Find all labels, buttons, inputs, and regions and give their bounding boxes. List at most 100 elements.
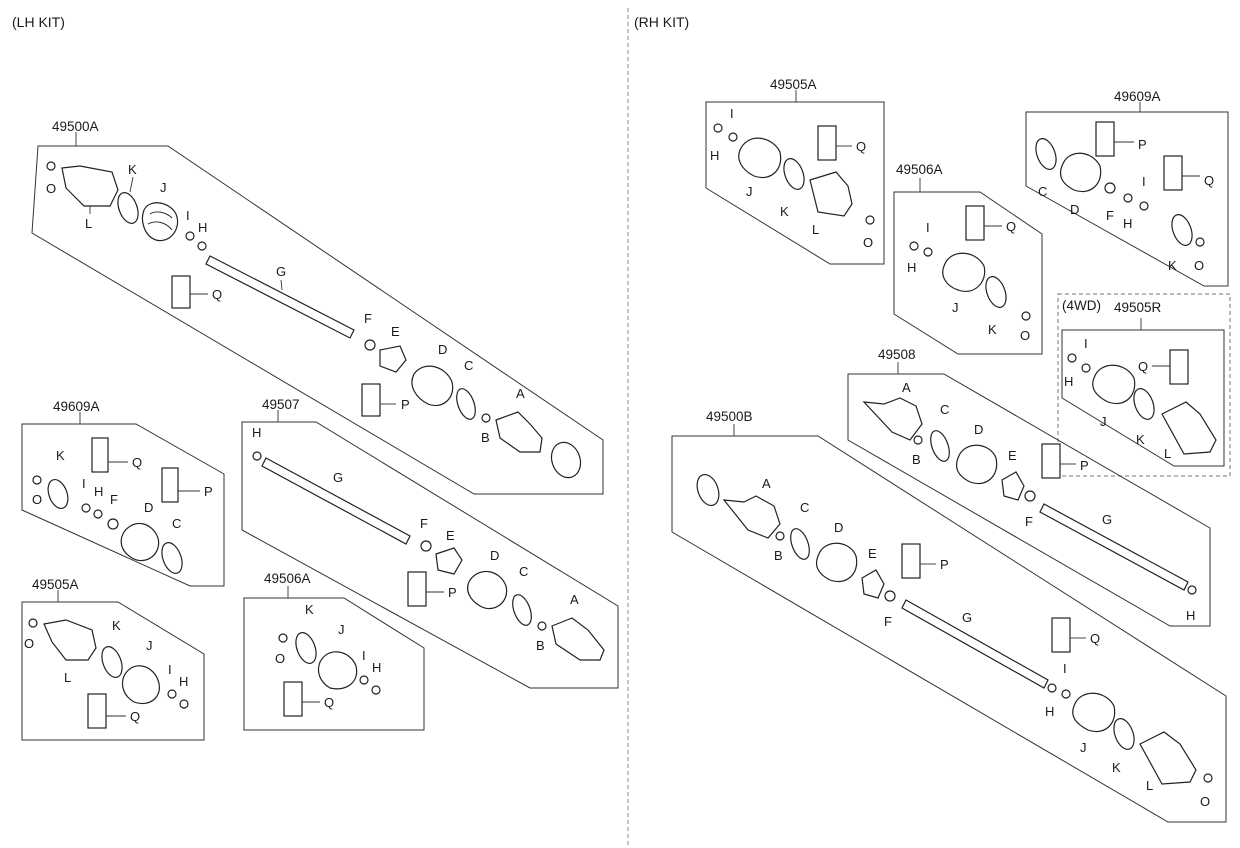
kit-49500A[interactable]: 49500A O L K J I H G Q F E	[31, 119, 604, 495]
part-label-B-4: B	[774, 548, 783, 563]
part-label-K-2: K	[56, 448, 65, 463]
part-label-J-6: J	[1100, 414, 1107, 429]
part-label-F-4: F	[1106, 208, 1114, 223]
part-label-I-4: I	[362, 648, 366, 663]
rh-kit-header: (RH KIT)	[634, 14, 689, 30]
part-label-J: J	[160, 180, 167, 195]
kit-label-49505A-left: 49505A	[32, 577, 79, 592]
kit-label-49505A-right: 49505A	[770, 77, 817, 92]
part-label-C-5: C	[940, 402, 949, 417]
part-label-B-3: B	[912, 452, 921, 467]
part-label-O-5: O	[863, 235, 873, 250]
part-label-K-4: K	[305, 602, 314, 617]
kit-label-49505R: 49505R	[1114, 300, 1162, 315]
kit-49505A-left[interactable]: 49505A O L K J I H Q	[21, 577, 205, 741]
lh-kit-header: (LH KIT)	[12, 14, 65, 30]
part-label-D-2: D	[144, 500, 153, 515]
part-label-P-4: P	[1138, 137, 1147, 152]
part-label-I-5: I	[730, 106, 734, 121]
kit-49609A-left[interactable]: 49609A O K I H F D C Q P	[21, 399, 225, 587]
part-label-P-6: P	[940, 557, 949, 572]
part-label-J-7: J	[1080, 740, 1087, 755]
kit-49506A-left[interactable]: 49506A O K J I H Q	[243, 571, 425, 731]
part-label-O-6: O	[1020, 328, 1030, 343]
part-label-J-3: J	[338, 622, 345, 637]
part-label-A-3: A	[902, 380, 911, 395]
kit-49505R-4wd[interactable]: (4WD) 49505R H I J K Q L	[1057, 293, 1231, 477]
part-label-I-8: I	[1084, 336, 1088, 351]
part-label-L-5: L	[1146, 778, 1153, 793]
kit-label-49500A: 49500A	[52, 119, 99, 134]
part-label-A-2: A	[570, 592, 579, 607]
part-label-D: D	[438, 342, 447, 357]
part-label-H-2: H	[94, 484, 103, 499]
part-label-O-8: O	[1200, 794, 1210, 809]
part-label-P: P	[401, 397, 410, 412]
kit-label-49609A-right: 49609A	[1114, 89, 1161, 104]
part-label-D-3: D	[490, 548, 499, 563]
part-label-L: L	[85, 216, 92, 231]
kit-49507[interactable]: 49507 H G F E P D C B A	[241, 397, 619, 689]
part-label-F-2: F	[110, 492, 118, 507]
part-label-E-2: E	[446, 528, 455, 543]
part-label-Q-2: Q	[132, 455, 142, 470]
part-label-F: F	[364, 311, 372, 326]
kit-49609A-right[interactable]: 49609A C D P F H I Q K O	[1025, 89, 1229, 287]
part-label-F-5: F	[1025, 514, 1033, 529]
part-label-P-3: P	[448, 585, 457, 600]
part-label-I-3: I	[168, 662, 172, 677]
part-label-C-6: C	[800, 500, 809, 515]
part-label-J-2: J	[146, 638, 153, 653]
part-label-B-2: B	[536, 638, 545, 653]
part-label-C-3: C	[519, 564, 528, 579]
part-label-C-4: C	[1038, 184, 1047, 199]
part-label-A-4: A	[762, 476, 771, 491]
part-label-O: O	[46, 181, 56, 196]
part-label-K-8: K	[1136, 432, 1145, 447]
part-label-I-9: I	[1063, 661, 1067, 676]
kit-49500B[interactable]: 49500B A B C D E F P G Q H I J K L O	[671, 409, 1227, 823]
part-label-I: I	[186, 208, 190, 223]
kit-49506A-right[interactable]: 49506A H I J K Q O	[893, 162, 1043, 355]
part-label-H-4: H	[252, 425, 261, 440]
part-label-K-6: K	[988, 322, 997, 337]
part-label-Q-3: Q	[130, 709, 140, 724]
part-label-G: G	[276, 264, 286, 279]
kit-49508[interactable]: 49508 A B C D E F P G H	[847, 347, 1211, 627]
part-label-H-9: H	[1064, 374, 1073, 389]
kit-49505A-right[interactable]: 49505A H I J K Q L O	[705, 77, 885, 265]
part-label-Q: Q	[212, 287, 222, 302]
part-label-Q-5: Q	[856, 139, 866, 154]
part-label-J-5: J	[952, 300, 959, 315]
kit-label-49500B: 49500B	[706, 409, 753, 424]
part-label-D-5: D	[974, 422, 983, 437]
part-label-Q-4: Q	[324, 695, 334, 710]
part-label-P-2: P	[204, 484, 213, 499]
part-label-O-2: O	[32, 492, 42, 507]
kit-label-49508: 49508	[878, 347, 916, 362]
part-label-Q-6: Q	[1006, 219, 1016, 234]
part-label-K-5: K	[780, 204, 789, 219]
part-label-K-7: K	[1168, 258, 1177, 273]
part-label-G-3: G	[1102, 512, 1112, 527]
part-label-K: K	[128, 162, 137, 177]
part-label-I-6: I	[926, 220, 930, 235]
part-label-H-3: H	[179, 674, 188, 689]
wd-label: (4WD)	[1062, 298, 1101, 313]
part-label-P-5: P	[1080, 458, 1089, 473]
part-label-F-3: F	[420, 516, 428, 531]
part-label-C: C	[464, 358, 473, 373]
part-label-E-3: E	[1008, 448, 1017, 463]
part-label-H-6: H	[710, 148, 719, 163]
part-label-O-3: O	[24, 636, 34, 651]
part-label-H-8: H	[1123, 216, 1132, 231]
kit-label-49506A-left: 49506A	[264, 571, 311, 586]
part-label-Q-9: Q	[1090, 631, 1100, 646]
part-label-E-4: E	[868, 546, 877, 561]
part-label-A: A	[516, 386, 525, 401]
part-label-Q-7: Q	[1204, 173, 1214, 188]
part-label-O-4: O	[275, 651, 285, 666]
part-label-C-2: C	[172, 516, 181, 531]
part-label-K-3: K	[112, 618, 121, 633]
